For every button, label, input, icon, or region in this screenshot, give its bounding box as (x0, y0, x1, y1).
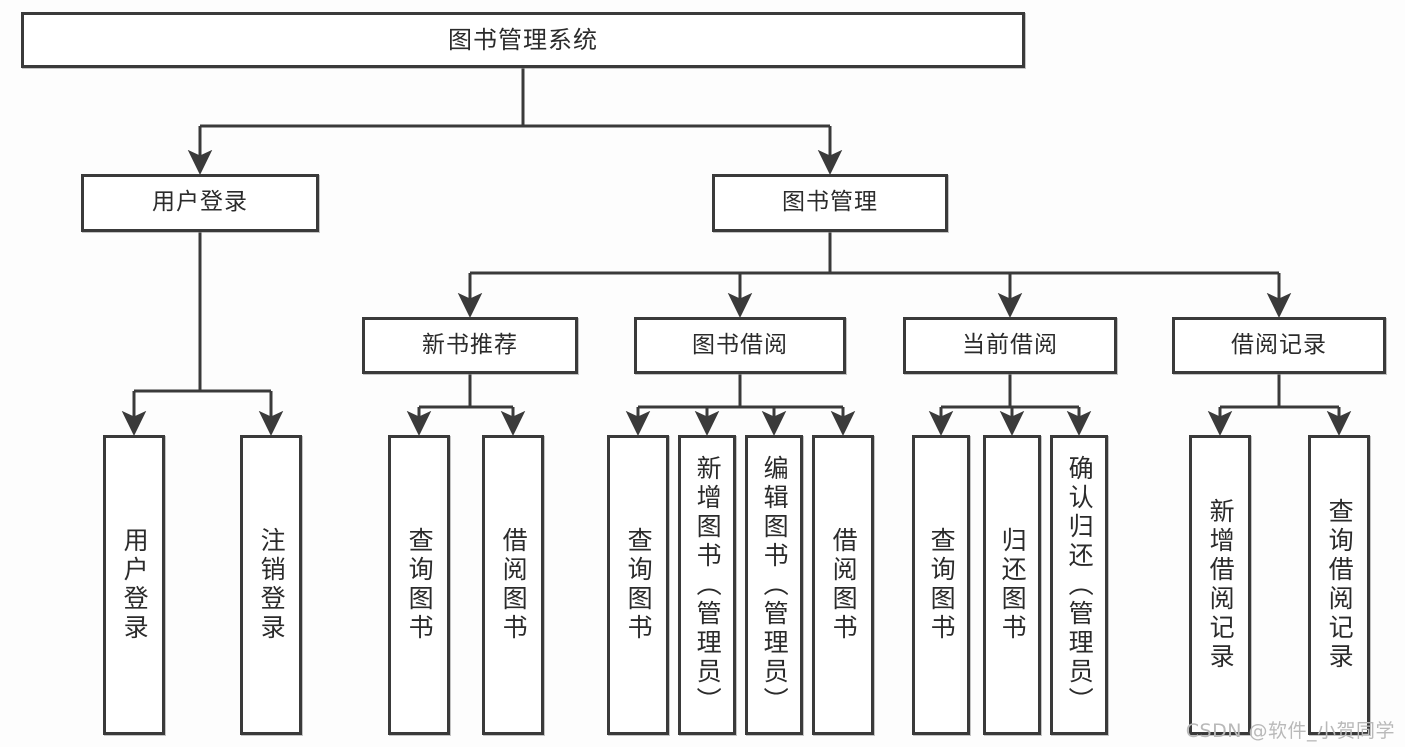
node-c2[interactable]: 归还图书 (983, 435, 1041, 735)
node-n2[interactable]: 借阅图书 (482, 435, 544, 735)
node-label: 查询借阅记录 (1325, 498, 1355, 672)
node-label: 编辑图书（管理员） (760, 454, 790, 716)
node-r2[interactable]: 查询借阅记录 (1308, 435, 1370, 735)
node-b3[interactable]: 编辑图书（管理员） (745, 435, 803, 735)
node-label: 确认归还（管理员） (1065, 454, 1095, 716)
node-label: 图书管理 (782, 189, 878, 216)
node-label: 借阅图书 (499, 527, 529, 643)
node-login[interactable]: 用户登录 (81, 174, 319, 232)
node-l1[interactable]: 用户登录 (103, 435, 165, 735)
node-label: 注销登录 (257, 527, 287, 643)
node-label: 查询图书 (927, 527, 957, 643)
node-label: 用户登录 (152, 189, 248, 216)
node-label: 新书推荐 (422, 331, 518, 358)
node-label: 新增借阅记录 (1206, 498, 1236, 672)
node-label: 新增图书（管理员） (693, 454, 723, 716)
node-records[interactable]: 借阅记录 (1172, 317, 1386, 374)
node-n1[interactable]: 查询图书 (388, 435, 450, 735)
node-c1[interactable]: 查询图书 (912, 435, 970, 735)
node-label: 图书管理系统 (448, 25, 598, 54)
node-label: 查询图书 (405, 527, 435, 643)
node-r1[interactable]: 新增借阅记录 (1189, 435, 1251, 735)
node-current[interactable]: 当前借阅 (903, 317, 1117, 374)
node-b1[interactable]: 查询图书 (607, 435, 669, 735)
node-b2[interactable]: 新增图书（管理员） (678, 435, 736, 735)
node-label: 查询图书 (624, 527, 654, 643)
node-bookmgmt[interactable]: 图书管理 (712, 174, 948, 232)
node-label: 借阅记录 (1231, 331, 1327, 358)
node-label: 借阅图书 (829, 527, 859, 643)
node-label: 当前借阅 (962, 331, 1058, 358)
node-newrec[interactable]: 新书推荐 (362, 317, 578, 374)
node-root[interactable]: 图书管理系统 (21, 12, 1025, 68)
csdn-watermark: CSDN @软件_小贺同学 (1185, 720, 1395, 742)
node-label: 用户登录 (120, 527, 150, 643)
node-label: 归还图书 (998, 527, 1028, 643)
node-c3[interactable]: 确认归还（管理员） (1050, 435, 1108, 735)
node-label: 图书借阅 (692, 331, 788, 358)
node-b4[interactable]: 借阅图书 (812, 435, 874, 735)
node-l2[interactable]: 注销登录 (240, 435, 302, 735)
node-borrow[interactable]: 图书借阅 (634, 317, 846, 374)
